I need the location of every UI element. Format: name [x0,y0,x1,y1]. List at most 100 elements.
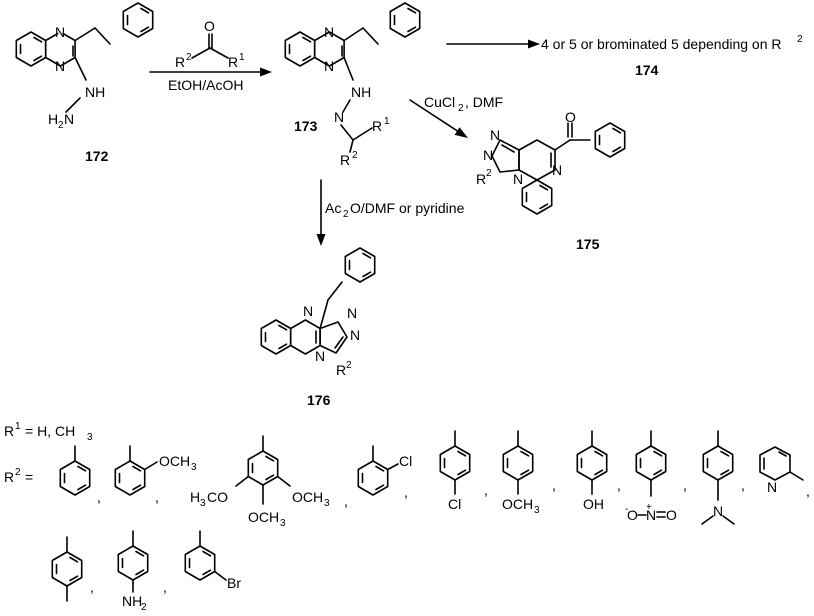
substituent-4-methoxyphenyl [502,430,534,495]
atom-n: N [55,24,65,40]
separator-comma: , [552,477,556,493]
compound-175-label: 175 [576,236,600,252]
atom-o: O [565,109,576,125]
reagent-dmf-pyridine: O/DMF or pyridine [350,200,465,216]
substituent-phenyl [59,445,91,496]
compound-173-structure [284,2,421,153]
separator-comma: , [155,489,159,505]
reagent-dmf: , DMF [465,94,503,110]
reagent-etoh-acoh: EtOH/AcOH [168,77,243,93]
atom-oh: OH [583,496,604,512]
separator-comma: , [484,482,488,498]
nitro-negative-charge: - [625,504,628,515]
legend-r2-superscript: 2 [15,467,21,478]
atom-subscript: 3 [280,518,286,529]
atom-r: R [175,54,185,70]
atom-n: N [513,171,523,187]
compound-176-structure [260,247,376,355]
atom-subscript: 3 [324,498,330,509]
nitro-o-negative: O [627,507,638,523]
atom-h2n-subscript: 2 [58,120,64,131]
atom-h2n-h: H [48,111,58,127]
atom-subscript: 3 [534,505,540,516]
atom-nh: NH [85,84,105,100]
atom-n: N [490,127,500,143]
separator-comma: , [404,484,408,500]
reagent-cucl2: CuCl [424,94,455,110]
compound-174-label: 174 [635,62,659,78]
substituent-2-pyridyl [759,446,804,481]
atom-och3: OCH [248,509,279,525]
atom-r: R [340,152,350,168]
legend-r1-label: R [4,423,14,439]
substituent-4-hydroxyphenyl [576,430,608,495]
separator-comma: , [344,493,348,509]
r2-superscript: 2 [486,168,492,179]
r2-superscript: 2 [797,34,803,45]
atom-och3: OCH [502,496,533,512]
r2-superscript: 2 [186,52,192,63]
legend-r1-subscript: 3 [87,432,93,443]
atom-cl: Cl [399,453,412,469]
reagent-ac2o: Ac [325,200,341,216]
nitro-n: N [646,507,656,523]
compound-172-label: 172 [85,148,109,164]
reagent-subscript: 2 [343,209,349,220]
compound-175-structure [491,122,626,215]
atom-r: R [372,118,382,134]
r1-superscript: 1 [384,116,390,127]
separator-comma: , [163,579,167,595]
separator-comma: , [806,483,810,499]
atom-n: N [334,109,344,125]
substituent-3-bromophenyl [184,530,227,581]
r2-superscript: 2 [352,150,358,161]
substituent-2-methoxyphenyl [114,445,158,496]
atom-nh2: NH [122,593,142,609]
nitro-positive-charge: + [646,502,652,513]
atom-n: N [55,58,65,74]
reaction-arrow-1 [149,67,272,77]
legend-r2-label: R [4,469,14,485]
compound-176-label: 176 [307,392,331,408]
substituent-4-methylphenyl [51,536,83,602]
atom-subscript: 3 [200,498,206,509]
substituent-4-nitrophenyl [635,430,667,518]
separator-comma: , [617,477,621,493]
atom-och3: OCH [292,489,323,505]
reagent-subscript: 2 [458,103,464,114]
atom-subscript: 3 [191,462,197,473]
atom-n: N [552,162,562,178]
atom-cl: Cl [448,496,461,512]
atom-r: R [476,171,486,187]
reaction-arrow-to-175 [409,99,468,138]
separator-comma: , [741,477,745,493]
compound-172-structure [15,2,154,113]
atom-r: R [228,54,238,70]
atom-och3: OCH [159,453,190,469]
atom-n: N [483,147,493,163]
atom-n: N [324,58,334,74]
legend-r1-superscript: 1 [15,421,21,432]
substituent-4-chlorophenyl [439,430,471,495]
atom-n: N [315,348,325,364]
atom-n: N [713,503,723,519]
substituent-2-chlorophenyl [357,445,399,496]
compound-173-label: 173 [294,118,318,134]
r2-superscript: 2 [346,360,352,371]
atom-n: N [303,303,313,319]
separator-comma: , [90,579,94,595]
substituent-trimethoxyphenyl [235,435,291,505]
legend-r1-values: = H, CH [25,423,75,439]
separator-comma: , [97,489,101,505]
atom-nh: NH [351,84,371,100]
separator-comma: , [683,477,687,493]
substituent-4-dimethylaminophenyl [701,430,735,525]
legend-r2-equals: = [25,469,33,485]
r1-superscript: 1 [239,52,245,63]
atom-h3co-h: H [190,489,200,505]
ketone-reagent [191,33,229,59]
substituent-4-aminophenyl [117,530,149,593]
atom-n: N [324,24,334,40]
atom-br: Br [227,575,241,591]
